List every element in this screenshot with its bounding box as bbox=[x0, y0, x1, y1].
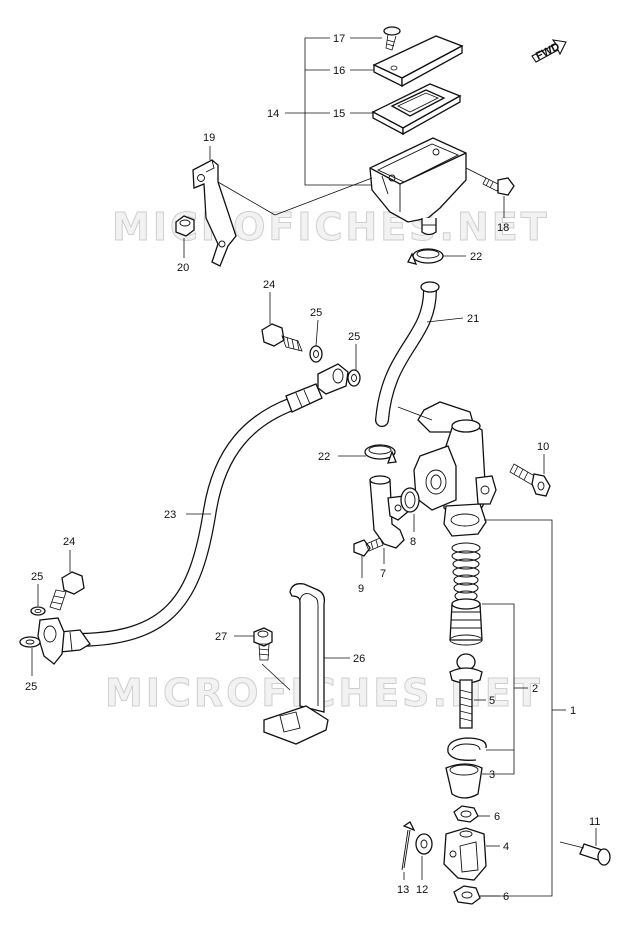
callout-20: 20 bbox=[177, 262, 189, 274]
push-rod-nut-lower bbox=[453, 885, 500, 905]
sealing-washer-upper-b bbox=[347, 369, 361, 387]
union-fitting bbox=[369, 475, 411, 564]
callout-12: 12 bbox=[416, 884, 428, 896]
bracket-nut bbox=[175, 215, 195, 237]
union-o-ring bbox=[400, 487, 420, 532]
piston-spring bbox=[451, 542, 481, 602]
master-cylinder-bracket-lines bbox=[480, 519, 566, 897]
fwd-arrow-icon: FWD bbox=[531, 39, 567, 63]
watermark-top: MICROFICHES.NET bbox=[112, 205, 550, 249]
push-rod bbox=[449, 653, 486, 729]
reservoir-hose bbox=[375, 281, 464, 427]
banjo-bolt-upper bbox=[261, 323, 303, 352]
master-cylinder-mount-bolt bbox=[509, 454, 551, 497]
callout-6-upper: 6 bbox=[494, 811, 500, 823]
brake-hose bbox=[37, 363, 349, 665]
callout-2: 2 bbox=[532, 683, 538, 695]
callout-15: 15 bbox=[333, 108, 345, 120]
callout-24-upper: 24 bbox=[263, 279, 275, 291]
callout-19: 19 bbox=[203, 132, 215, 144]
hose-clamp-upper bbox=[407, 248, 466, 265]
callout-6-lower: 6 bbox=[503, 891, 509, 903]
callout-4: 4 bbox=[503, 841, 509, 853]
fwd-label: FWD bbox=[534, 41, 562, 63]
union-screw bbox=[353, 537, 384, 578]
banjo-bolt-lower bbox=[49, 550, 85, 611]
push-rod-nut-upper bbox=[453, 805, 490, 823]
piston bbox=[449, 598, 483, 646]
callout-26: 26 bbox=[353, 653, 365, 665]
circlip bbox=[447, 737, 487, 761]
callout-14: 14 bbox=[267, 108, 279, 120]
reservoir-body bbox=[369, 137, 467, 236]
sealing-washer-lower-a bbox=[30, 584, 46, 616]
callout-7: 7 bbox=[380, 568, 386, 580]
reservoir-cap bbox=[372, 35, 464, 88]
callout-17: 17 bbox=[333, 33, 345, 45]
callout-18: 18 bbox=[497, 222, 509, 234]
callout-13: 13 bbox=[397, 884, 409, 896]
callout-1: 1 bbox=[570, 705, 576, 717]
callout-23: 23 bbox=[164, 509, 176, 521]
reservoir-cap-screw bbox=[383, 26, 401, 51]
callout-11: 11 bbox=[589, 816, 600, 828]
callout-25-upper-b: 25 bbox=[348, 331, 360, 343]
sealing-washer-lower-b bbox=[19, 636, 41, 676]
callout-25-lower-a: 25 bbox=[31, 571, 43, 583]
callout-22-lower: 22 bbox=[318, 451, 330, 463]
clevis bbox=[443, 827, 500, 881]
master-cylinder-body bbox=[397, 401, 497, 537]
callout-25-lower-b: 25 bbox=[25, 681, 37, 693]
cotter-pin bbox=[401, 821, 416, 880]
callout-22-upper: 22 bbox=[470, 251, 482, 263]
guard-bolt bbox=[234, 627, 291, 691]
callout-5: 5 bbox=[489, 695, 495, 707]
hose-clamp-lower bbox=[338, 444, 397, 464]
callout-27: 27 bbox=[215, 631, 227, 643]
callout-21: 21 bbox=[467, 313, 479, 325]
clevis-washer bbox=[415, 833, 433, 880]
reservoir-mount-bolt bbox=[465, 167, 515, 196]
callout-16: 16 bbox=[333, 65, 345, 77]
clevis-pin bbox=[559, 828, 611, 866]
callout-25-upper-a: 25 bbox=[310, 307, 322, 319]
callout-8: 8 bbox=[410, 536, 416, 548]
reservoir-bracket-lines bbox=[285, 37, 382, 186]
callout-24-lower: 24 bbox=[63, 536, 75, 548]
sealing-washer-upper-a bbox=[309, 345, 323, 363]
hose-guard bbox=[263, 583, 350, 745]
callout-10: 10 bbox=[537, 441, 549, 453]
reservoir-diaphragm bbox=[371, 83, 462, 136]
callout-labels: 17 16 14 15 19 18 20 22 24 25 25 21 22 1… bbox=[25, 33, 600, 903]
reservoir-bracket bbox=[192, 159, 373, 267]
callout-9: 9 bbox=[358, 583, 364, 595]
callout-3: 3 bbox=[489, 769, 495, 781]
push-rod-boot bbox=[445, 763, 486, 799]
leader-lines bbox=[183, 146, 505, 370]
